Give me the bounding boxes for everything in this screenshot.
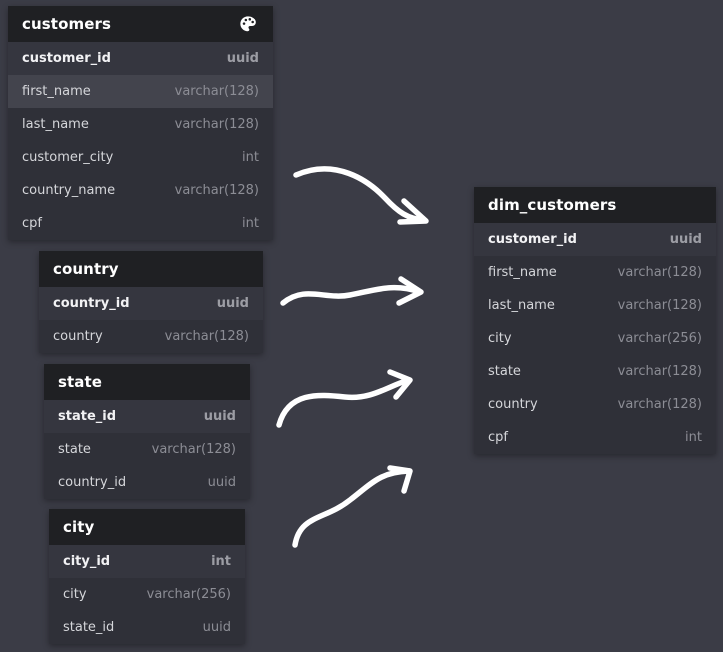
column-name: first_name [488,265,557,280]
column-type: varchar(128) [151,442,236,457]
column-type: varchar(128) [617,397,702,412]
column-type: int [211,554,231,569]
column-name: country [53,329,103,344]
column-row[interactable]: city_id int [49,545,245,578]
column-name: state_id [58,409,117,424]
column-row[interactable]: customer_id uuid [474,223,716,256]
column-row[interactable]: state_id uuid [49,611,245,644]
column-row[interactable]: country_id uuid [39,287,263,320]
column-row[interactable]: state varchar(128) [474,355,716,388]
column-row[interactable]: state_id uuid [44,400,250,433]
column-type: int [685,430,702,445]
arrow-state-to-dim [276,369,413,428]
column-type: varchar(128) [164,329,249,344]
table-customers[interactable]: customers customer_id uuid first_name va… [8,6,273,240]
column-name: last_name [488,298,555,313]
column-row[interactable]: city varchar(256) [49,578,245,611]
table-header[interactable]: city [49,509,245,545]
table-name: state [58,373,103,391]
column-name: cpf [488,430,508,445]
column-name: country [488,397,538,412]
column-name: customer_id [488,232,577,247]
column-row[interactable]: country varchar(128) [474,388,716,421]
table-country[interactable]: country country_id uuid country varchar(… [39,251,263,353]
column-name: city [63,587,87,602]
arrow-country-to-dim [280,276,424,306]
arrow-customers-to-dim [293,166,429,225]
column-row[interactable]: country varchar(128) [39,320,263,353]
column-type: uuid [207,475,236,490]
column-row[interactable]: country_id uuid [44,466,250,499]
column-type: varchar(128) [617,298,702,313]
arrow-city-to-dim [292,465,413,548]
column-row[interactable]: cpf int [474,421,716,454]
column-type: int [242,150,259,165]
column-row[interactable]: city varchar(256) [474,322,716,355]
column-row[interactable]: last_name varchar(128) [474,289,716,322]
column-name: state [488,364,521,379]
column-row[interactable]: cpf int [8,207,273,240]
table-name: country [53,260,119,278]
column-type: uuid [226,51,259,66]
table-name: dim_customers [488,196,617,214]
column-type: varchar(128) [174,117,259,132]
column-name: country_name [22,183,116,198]
column-name: country_id [53,296,130,311]
table-dim-customers[interactable]: dim_customers customer_id uuid first_nam… [474,187,716,454]
column-name: last_name [22,117,89,132]
column-type: uuid [216,296,249,311]
column-name: customer_id [22,51,111,66]
table-state[interactable]: state state_id uuid state varchar(128) c… [44,364,250,499]
table-header[interactable]: state [44,364,250,400]
table-name: customers [22,15,112,33]
table-header[interactable]: country [39,251,263,287]
column-name: customer_city [22,150,114,165]
column-row[interactable]: state varchar(128) [44,433,250,466]
column-type: int [242,216,259,231]
table-header[interactable]: dim_customers [474,187,716,223]
table-header[interactable]: customers [8,6,273,42]
column-type: varchar(128) [174,183,259,198]
column-name: state [58,442,91,457]
table-name: city [63,518,95,536]
column-row[interactable]: last_name varchar(128) [8,108,273,141]
palette-icon[interactable] [237,13,259,35]
column-row[interactable]: customer_city int [8,141,273,174]
column-type: uuid [203,409,236,424]
column-type: varchar(128) [174,84,259,99]
column-name: state_id [63,620,115,635]
column-type: varchar(256) [617,331,702,346]
column-type: varchar(256) [146,587,231,602]
column-row[interactable]: first_name varchar(128) [8,75,273,108]
column-row[interactable]: customer_id uuid [8,42,273,75]
column-type: uuid [202,620,231,635]
column-name: city_id [63,554,111,569]
column-type: varchar(128) [617,364,702,379]
table-city[interactable]: city city_id int city varchar(256) state… [49,509,245,644]
column-row[interactable]: country_name varchar(128) [8,174,273,207]
column-name: first_name [22,84,91,99]
column-name: cpf [22,216,42,231]
column-row[interactable]: first_name varchar(128) [474,256,716,289]
column-name: city [488,331,512,346]
column-type: varchar(128) [617,265,702,280]
column-name: country_id [58,475,127,490]
column-type: uuid [669,232,702,247]
